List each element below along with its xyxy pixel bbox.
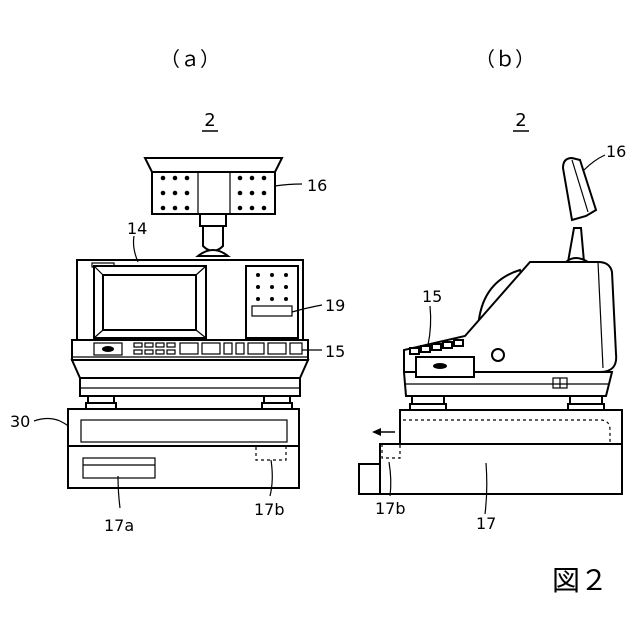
label-keyboard-b: 15 — [422, 287, 442, 306]
label-customer-display-b: 16 — [606, 142, 626, 161]
label-customer-display-a: 16 — [307, 176, 327, 195]
label-drawer: 17 — [476, 514, 496, 533]
panel-b-ref: 2 — [515, 110, 526, 131]
panel-b-caption: （ｂ） — [475, 47, 535, 71]
label-keyboard-a: 15 — [325, 342, 345, 361]
label-latch-b: 17b — [375, 499, 406, 518]
panel-a-ref: 2 — [204, 110, 215, 131]
label-drawer-front: 17a — [104, 516, 134, 535]
panel-a-caption: （ａ） — [160, 47, 220, 71]
label-printer: 19 — [325, 296, 345, 315]
label-latch-a: 17b — [254, 500, 285, 519]
side-view — [359, 158, 622, 494]
label-base: 30 — [10, 412, 30, 431]
label-display: 14 — [127, 219, 147, 238]
figure-label: 図２ — [552, 564, 608, 597]
front-view — [68, 158, 308, 488]
